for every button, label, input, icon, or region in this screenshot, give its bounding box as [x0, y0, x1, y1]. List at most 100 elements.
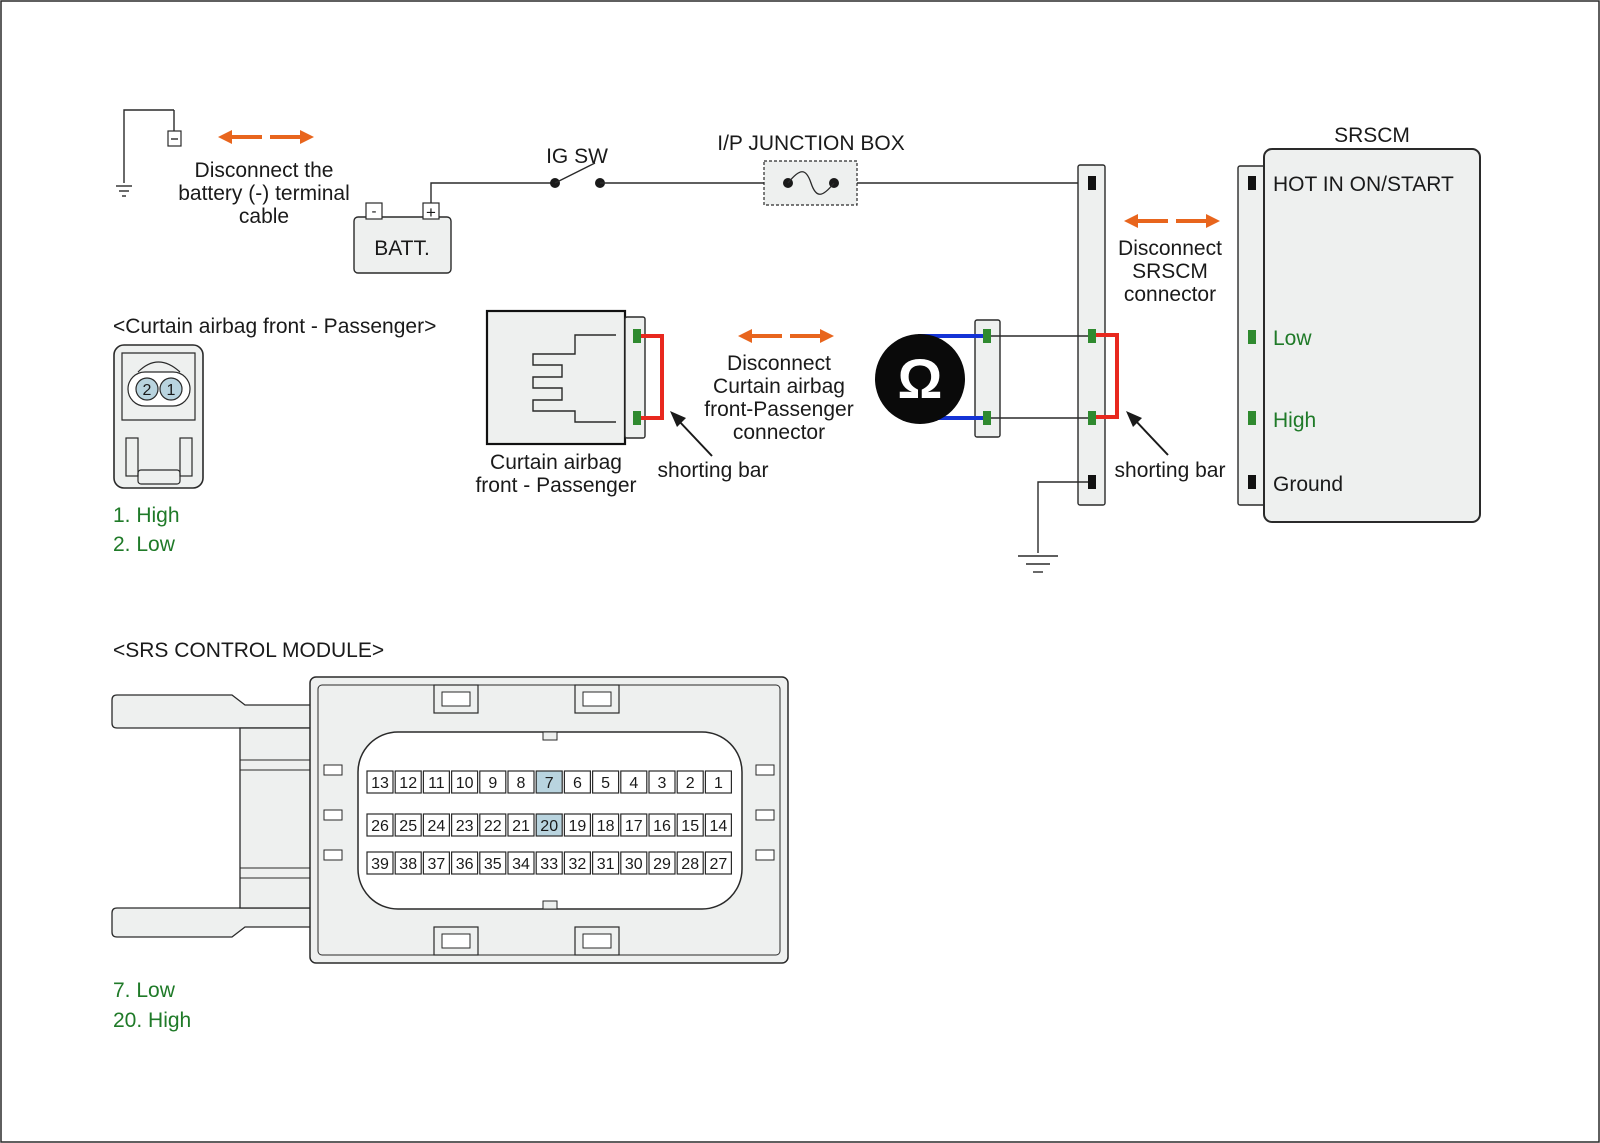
srscm-disconnect-text-3: connector — [1124, 283, 1216, 306]
curtain-connector-pin-2: 2 — [143, 382, 152, 399]
srs-pin-label: 1 — [714, 775, 723, 792]
srs-pin-label: 39 — [371, 856, 389, 873]
srs-pin-11: 11 — [422, 770, 450, 794]
srs-pin-label: 9 — [488, 775, 497, 792]
shorting-bar-left-label: shorting bar — [658, 459, 769, 482]
srs-pin-label: 13 — [371, 775, 389, 792]
ground-symbol — [1018, 555, 1058, 573]
srs-pin-34: 34 — [507, 851, 535, 875]
curtain-connector-header: <Curtain airbag front - Passenger> — [113, 315, 436, 338]
battery-label: BATT. — [374, 237, 430, 260]
battery-disconnect-text-2: battery (-) terminal — [178, 182, 350, 205]
srs-pin-38: 38 — [394, 851, 422, 875]
srs-pin-label: 28 — [681, 856, 699, 873]
srs-pin-label: 38 — [399, 856, 417, 873]
battery-disconnect-text-3: cable — [239, 205, 289, 228]
srs-legend-2: 20. High — [113, 1009, 191, 1032]
srs-pin-label: 25 — [399, 818, 417, 835]
srs-pin-label: 11 — [428, 775, 445, 792]
srs-pin-label: 4 — [629, 775, 638, 792]
srs-pin-24: 24 — [422, 813, 450, 837]
srs-pin-label: 8 — [517, 775, 526, 792]
srs-pin-16: 16 — [648, 813, 676, 837]
srs-pin-12: 12 — [394, 770, 422, 794]
shorting-bar-left — [641, 334, 664, 420]
srs-pin-label: 22 — [484, 818, 502, 835]
srs-pin-label: 16 — [653, 818, 671, 835]
ig-sw-label: IG SW — [546, 145, 608, 168]
srs-pin-label: 24 — [428, 818, 446, 835]
srs-pin-25: 25 — [394, 813, 422, 837]
srs-pin-14: 14 — [704, 813, 733, 837]
srs-pin-13: 13 — [366, 770, 394, 794]
srs-pin-label: 15 — [681, 818, 699, 835]
srs-pin-37: 37 — [422, 851, 450, 875]
srs-pin-label: 12 — [399, 775, 417, 792]
srs-pin-label: 27 — [710, 856, 728, 873]
ig-switch — [550, 162, 605, 188]
srs-pin-label: 35 — [484, 856, 502, 873]
srs-pin-label: 17 — [625, 818, 643, 835]
srscm-disconnect-text-2: SRSCM — [1132, 260, 1208, 283]
srs-pin-label: 3 — [658, 775, 667, 792]
srs-pin-9: 9 — [479, 770, 507, 794]
battery-positive-wire — [430, 182, 555, 203]
curtain-connector-face — [113, 344, 204, 489]
curtain-airbag-component — [485, 309, 646, 446]
srs-pin-label: 33 — [540, 856, 558, 873]
srs-pin-label: 21 — [512, 818, 530, 835]
curtain-disconnect-text-3: front-Passenger — [704, 398, 853, 421]
srs-pin-22: 22 — [479, 813, 507, 837]
srs-pin-35: 35 — [479, 851, 507, 875]
curtain-legend-2: 2. Low — [113, 533, 176, 556]
ohm-meter-icon — [875, 334, 965, 424]
srs-pin-29: 29 — [648, 851, 676, 875]
ground-wire — [1037, 481, 1088, 553]
srs-pin-8: 8 — [507, 770, 535, 794]
srs-pin-label: 31 — [597, 856, 615, 873]
battery-minus-label: - — [372, 203, 377, 220]
shorting-bar-left-pointer — [670, 411, 713, 457]
battery-plus-label: + — [426, 203, 436, 222]
srs-pin-31: 31 — [591, 851, 620, 875]
srscm-pin-hot-in: HOT IN ON/START — [1273, 173, 1454, 196]
curtain-disconnect-text-1: Disconnect — [727, 352, 831, 375]
srs-pin-15: 15 — [676, 813, 704, 837]
srs-pin-label: 36 — [456, 856, 474, 873]
srscm-harness-connector — [1077, 164, 1106, 506]
srscm-pin-ground: Ground — [1273, 473, 1343, 496]
srs-pin-label: 18 — [597, 818, 615, 835]
srs-pin-1: 1 — [704, 770, 733, 794]
srs-pin-21: 21 — [507, 813, 535, 837]
srs-pin-27: 27 — [704, 851, 733, 875]
shorting-bar-right-label: shorting bar — [1115, 459, 1226, 482]
srs-pin-3: 3 — [648, 770, 676, 794]
curtain-disconnect-text-4: connector — [733, 421, 825, 444]
meter-harness-wires — [991, 335, 1088, 419]
curtain-connector-pin-1: 1 — [167, 382, 176, 399]
srs-pin-label: 26 — [371, 818, 389, 835]
srs-pin-20: 20 — [535, 813, 563, 837]
srs-pin-label: 37 — [428, 856, 446, 873]
disconnect-arrows-battery — [218, 130, 314, 144]
srs-pin-label: 23 — [456, 818, 474, 835]
srs-pin-label: 2 — [686, 775, 695, 792]
srs-pin-28: 28 — [676, 851, 704, 875]
srs-pin-7: 7 — [535, 770, 563, 794]
srs-pin-30: 30 — [620, 851, 648, 875]
srs-pin-label: 32 — [569, 856, 587, 873]
srs-pin-17: 17 — [620, 813, 648, 837]
disconnect-arrows-srscm — [1124, 214, 1220, 228]
srs-pin-23: 23 — [451, 813, 479, 837]
srs-pin-label: 29 — [653, 856, 671, 873]
ip-junction-box-fuse — [763, 160, 858, 206]
ip-junction-box-label: I/P JUNCTION BOX — [717, 132, 904, 155]
srs-pin-32: 32 — [563, 851, 592, 875]
ohm-meter-symbol: Ω — [898, 347, 943, 410]
srs-pin-label: 6 — [573, 775, 582, 792]
battery-disconnect-text-1: Disconnect the — [195, 159, 334, 182]
srs-legend-1: 7. Low — [113, 979, 176, 1002]
curtain-component-label-1: Curtain airbag — [490, 451, 622, 474]
